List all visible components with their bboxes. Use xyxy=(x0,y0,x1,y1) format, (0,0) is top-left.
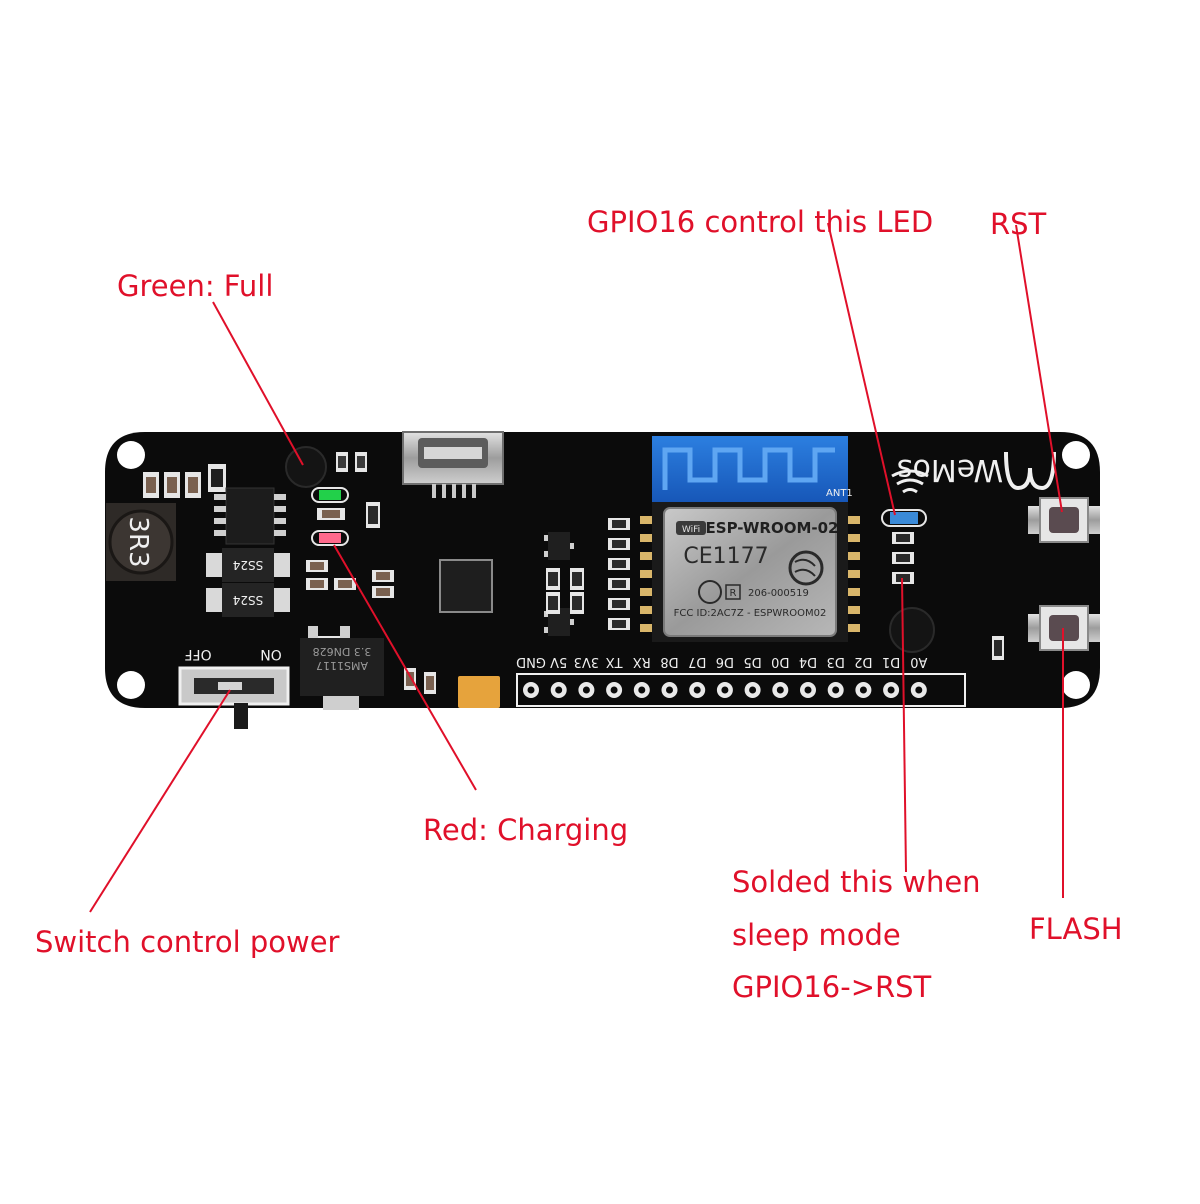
leader-green-full xyxy=(212,301,304,466)
pin-hole-center xyxy=(527,686,535,694)
round-pad xyxy=(889,607,935,653)
pin-holes xyxy=(523,682,927,698)
pin-hole-center xyxy=(638,686,646,694)
pin-hole-center xyxy=(666,686,673,694)
module-r-mark: R xyxy=(730,588,737,599)
module-name: ESP-WROOM-02 xyxy=(706,519,839,537)
callout-solded-line2: sleep mode xyxy=(732,918,901,952)
callout-rst: RST xyxy=(990,207,1047,241)
switch-slider xyxy=(234,703,248,729)
pin-hole-center xyxy=(776,686,784,694)
diode-label: SS24 xyxy=(233,593,264,607)
battery-connector xyxy=(458,676,500,708)
pin-header: GND 5V 3V3 TX RX D8 D7 D6 D5 D0 D4 D3 D2 D1 A0 xyxy=(516,654,966,707)
pin-label-rx: RX xyxy=(633,654,651,669)
round-pad xyxy=(285,446,327,488)
mounting-hole xyxy=(1062,671,1090,699)
micro-usb-connector xyxy=(402,431,504,498)
inductor: 3R3 xyxy=(106,503,176,581)
pin-label-gnd: GND xyxy=(516,654,546,669)
callout-flash: FLASH xyxy=(1029,912,1123,946)
resistor-array xyxy=(546,518,630,630)
antenna-label: ANT1 xyxy=(826,488,853,499)
pin-hole-center xyxy=(887,686,895,694)
pin-label-a0: A0 xyxy=(910,654,927,669)
esp-wroom-02-module: ANT1 WiFi ESP-WROOM-02 CE1177 R 206-0005… xyxy=(640,436,860,642)
power-switch: OFF ON xyxy=(178,646,290,729)
pin-label-3v3: 3V3 xyxy=(574,654,599,669)
leader-red-charging xyxy=(333,544,477,791)
transistors xyxy=(544,532,574,636)
pin-hole-center xyxy=(804,686,812,694)
module-pads xyxy=(640,516,860,632)
leader-gpio16-led xyxy=(827,222,896,516)
pin-hole-center xyxy=(859,686,867,694)
pin-hole-center xyxy=(555,686,563,694)
leader-solded xyxy=(901,577,907,873)
leader-rst xyxy=(1015,224,1063,513)
pin-hole-center xyxy=(832,686,840,694)
switch-off-label: OFF xyxy=(184,646,211,662)
wemos-smile-icon xyxy=(1004,451,1056,491)
charger-ic xyxy=(214,487,286,545)
diode-ss24-bottom: SS24 xyxy=(206,583,290,617)
pin-label-d6: D6 xyxy=(716,654,734,669)
module-fcc-id: FCC ID:2AC7Z - ESPWROOM02 xyxy=(674,608,827,619)
pin-labels: GND 5V 3V3 TX RX D8 D7 D6 D5 D0 D4 D3 D2 D1 A0 xyxy=(516,654,927,669)
pin-label-d4: D4 xyxy=(799,654,817,669)
passive-components-left xyxy=(143,464,226,498)
pin-label-d1: D1 xyxy=(882,654,900,669)
pin-label-d3: D3 xyxy=(827,654,845,669)
brand-logo: WeMos xyxy=(897,452,1003,487)
antenna-trace xyxy=(662,447,835,490)
mounting-hole xyxy=(117,441,145,469)
led-blue-gpio16 xyxy=(881,509,927,527)
diode-ss24-top: SS24 xyxy=(206,548,290,582)
led-green-full xyxy=(311,487,349,503)
pin-hole-center xyxy=(693,686,701,694)
wemos-brand: WeMos xyxy=(891,451,1056,494)
pin-label-d5: D5 xyxy=(743,654,761,669)
diode-label: SS24 xyxy=(233,558,264,572)
pin-label-tx: TX xyxy=(606,654,624,669)
pin-label-d8: D8 xyxy=(660,654,678,669)
callout-solded-line3: GPIO16->RST xyxy=(732,970,932,1004)
espressif-logo-icon xyxy=(788,550,824,586)
leader-switch xyxy=(89,689,231,913)
callout-switch-power: Switch control power xyxy=(35,925,340,959)
pin-hole-center xyxy=(721,686,729,694)
mounting-hole xyxy=(1062,441,1090,469)
switch-on-label: ON xyxy=(260,646,282,662)
inductor-label: 3R3 xyxy=(123,516,153,567)
wifi-signal-icon xyxy=(891,469,929,494)
pin-hole-center xyxy=(749,686,757,694)
pin-hole-center xyxy=(915,686,923,694)
regulator-label-1: AMS1117 xyxy=(316,659,368,672)
pin-label-5v: 5V xyxy=(550,654,567,669)
pin-hole-center xyxy=(582,686,590,694)
cert-mark-icon xyxy=(698,580,722,604)
pin-label-d0: D0 xyxy=(771,654,789,669)
pin-header-outline xyxy=(516,673,966,707)
callout-red-charging: Red: Charging xyxy=(423,813,628,847)
regulator-ams1117: AMS1117 3.3 DN628 xyxy=(300,626,384,710)
callout-labels: Green: Full GPIO16 control this LED RST … xyxy=(35,205,1123,1004)
leader-lines xyxy=(89,222,1064,913)
usb-serial-chip xyxy=(439,559,493,613)
rst-button xyxy=(1028,497,1100,543)
callout-gpio16-led: GPIO16 control this LED xyxy=(587,205,933,239)
module-ce-mark: CE1177 xyxy=(683,544,768,569)
pin-hole-center xyxy=(610,686,618,694)
module-wifi-label: WiFi xyxy=(682,525,700,535)
pin-label-d7: D7 xyxy=(688,654,706,669)
module-cert-number: 206-000519 xyxy=(748,588,809,599)
mounting-hole xyxy=(117,671,145,699)
led-red-charging xyxy=(311,530,349,546)
regulator-label-2: 3.3 DN628 xyxy=(313,645,372,658)
callout-solded-line1: Solded this when xyxy=(732,865,981,899)
callout-green-full: Green: Full xyxy=(117,269,273,303)
pin-label-d2: D2 xyxy=(854,654,872,669)
